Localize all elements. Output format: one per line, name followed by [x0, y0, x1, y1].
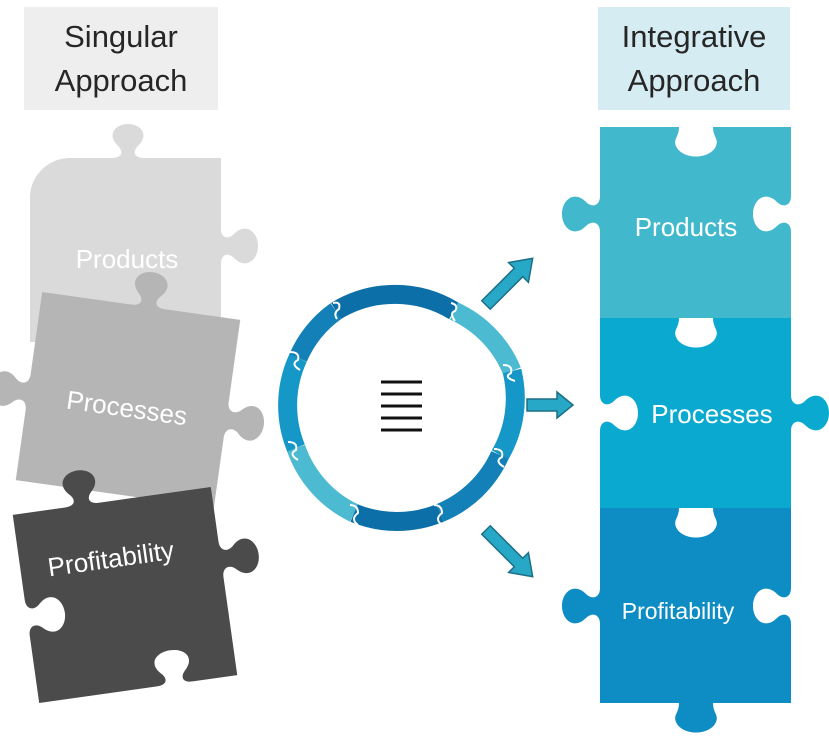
- ring-segment-right: [491, 368, 525, 460]
- singular-products-shape: [30, 124, 258, 342]
- integrative-products-label: Products: [635, 212, 738, 242]
- integrative-processes-shape: [600, 318, 829, 508]
- singular-profitability-shape: [12, 470, 259, 703]
- singular-heading-line2: Approach: [54, 62, 188, 98]
- integrative-products-tab-notch: [675, 127, 717, 157]
- integrative-piece-profitability: Profitability: [562, 508, 791, 733]
- integration-ring: [278, 284, 525, 531]
- ring-segment-bottom: [350, 504, 444, 531]
- arrow-to-processes: [526, 390, 575, 420]
- integrative-processes-label: Processes: [651, 399, 772, 429]
- ring-segment-upper-right: [449, 302, 521, 375]
- ring-joint-marks: [287, 301, 516, 526]
- integrative-profitability-label: Profitability: [622, 598, 735, 624]
- singular-heading-line1: Singular: [64, 18, 178, 54]
- integrative-piece-processes: Processes: [600, 318, 829, 508]
- integrative-heading-line1: Integrative: [621, 18, 767, 54]
- integrative-profitability-shape: [562, 508, 791, 733]
- singular-piece-processes: Processes: [0, 272, 264, 508]
- singular-piece-products: Products: [30, 124, 258, 342]
- ring-segment-left: [278, 354, 307, 452]
- hamburger-lines-icon: [381, 380, 422, 432]
- integrative-approach-heading: Integrative Approach: [598, 7, 790, 110]
- singular-piece-profitability: Profitability: [12, 470, 259, 703]
- singular-products-label: Products: [76, 244, 179, 274]
- integrative-products-shape: [562, 127, 791, 318]
- arrow-to-profitability: [480, 524, 534, 578]
- arrow-to-products: [480, 257, 534, 311]
- singular-approach-heading: Singular Approach: [24, 7, 218, 110]
- ring-segment-top: [331, 284, 459, 320]
- singular-processes-shape: [0, 272, 264, 508]
- integrative-heading-line2: Approach: [627, 62, 761, 98]
- ring-segment-lower-left: [287, 444, 359, 522]
- ring-segment-upper-left: [289, 303, 342, 363]
- integrative-piece-products: Products: [562, 127, 791, 318]
- ring-segment-lower-right: [436, 450, 509, 522]
